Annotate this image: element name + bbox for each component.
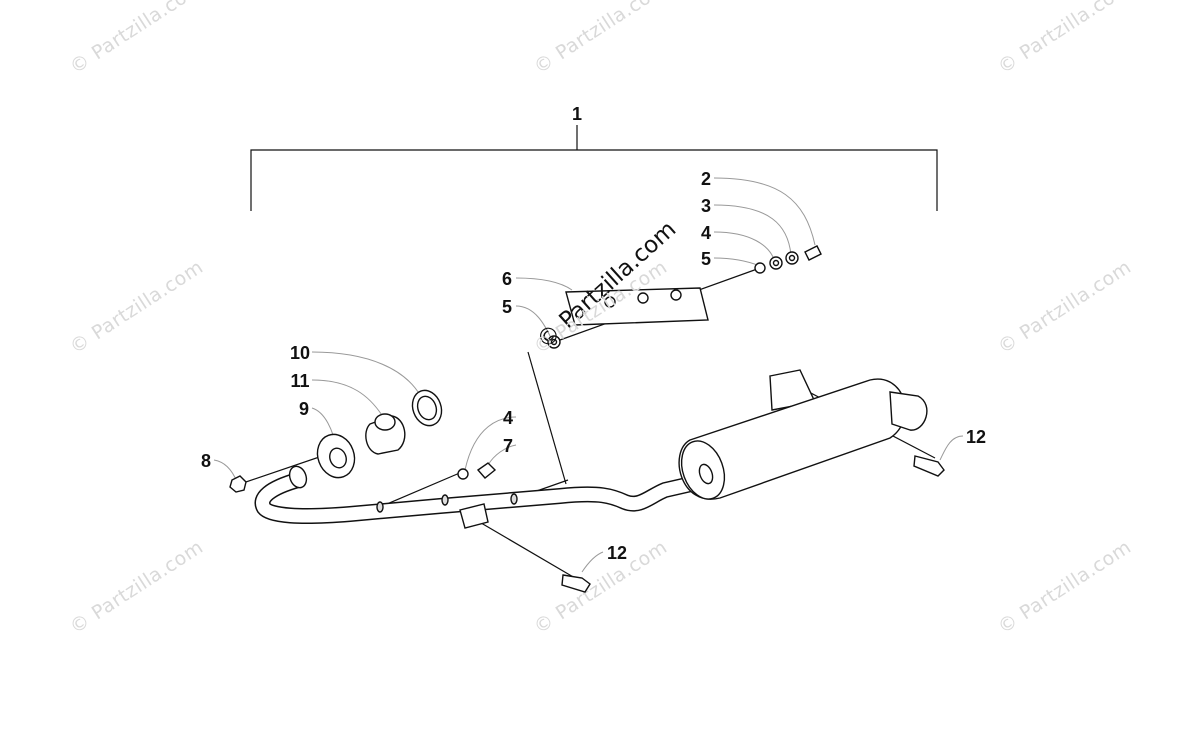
- callout-6: 6: [502, 269, 512, 289]
- callout-5: 5: [701, 249, 711, 269]
- callout-7: 7: [503, 436, 513, 456]
- exhaust-header-pipe: [254, 465, 708, 529]
- callout-12: 12: [966, 427, 986, 447]
- callout-10: 10: [290, 343, 310, 363]
- callout-12: 12: [607, 543, 627, 563]
- assembly-bracket: [250, 125, 938, 211]
- muffler: [678, 369, 928, 500]
- callout-labels: 1 2 3 4 5 6 5 10 11 9 8 4 7 12 12: [201, 104, 986, 563]
- leader-lines: [213, 177, 964, 573]
- hardware-top: [547, 245, 822, 349]
- callout-2: 2: [701, 169, 711, 189]
- flange-parts: [229, 389, 497, 493]
- callout-4: 4: [503, 408, 513, 428]
- callout-9: 9: [299, 399, 309, 419]
- callout-3: 3: [701, 196, 711, 216]
- callout-4: 4: [701, 223, 711, 243]
- callout-5: 5: [502, 297, 512, 317]
- callout-11: 11: [290, 371, 309, 391]
- callout-8: 8: [201, 451, 211, 471]
- callout-1: 1: [572, 104, 582, 124]
- bolts: [561, 455, 945, 593]
- mounting-bracket: [565, 287, 709, 326]
